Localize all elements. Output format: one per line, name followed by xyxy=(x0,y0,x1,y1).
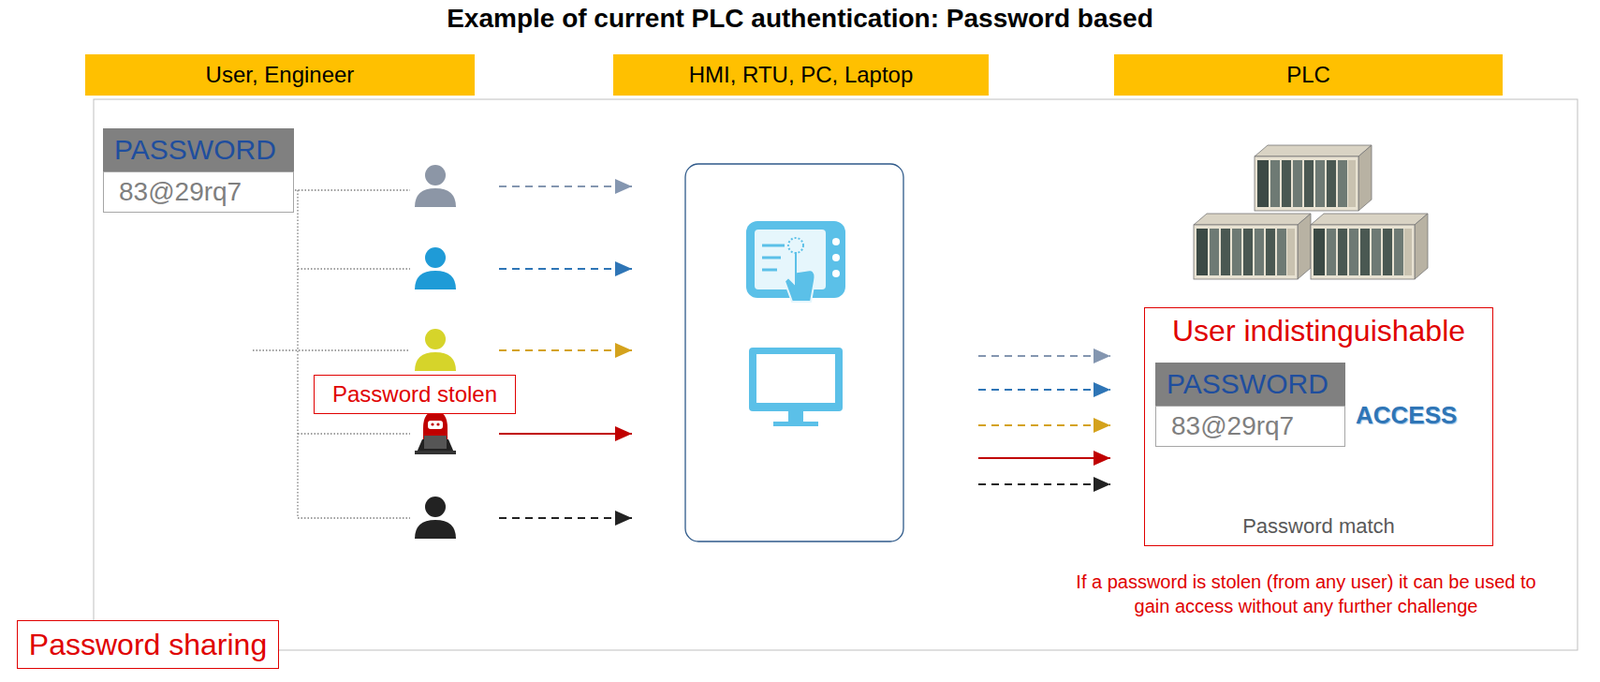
node-text: Password sharing xyxy=(29,627,267,662)
device-box xyxy=(685,163,904,542)
note-text: If a password is stolen (from any user) … xyxy=(1057,569,1555,618)
node-text: HMI, RTU, PC, Laptop xyxy=(689,61,914,89)
outer-frame xyxy=(93,99,1578,650)
header-band: HMI, RTU, PC, Laptop xyxy=(613,54,989,96)
user-icons xyxy=(414,164,456,539)
node-text: User indistinguishable xyxy=(1144,313,1493,349)
plc-auth-box: User indistinguishableACCESS Password mat… xyxy=(1144,307,1494,546)
password-box: PASSWORD83@29rq7 xyxy=(102,128,294,213)
sharing-tree xyxy=(252,190,411,518)
hmi-icon xyxy=(746,220,846,302)
plc-arrows xyxy=(978,355,1111,485)
header-band: PLC xyxy=(1114,54,1503,96)
node-text: PLC xyxy=(1286,61,1331,89)
monitor-icon xyxy=(748,347,843,426)
node-text: ACCESS xyxy=(1355,400,1457,430)
diagram-title: Example of current PLC authentication: P… xyxy=(0,3,1600,34)
node-text: PASSWORD xyxy=(102,128,294,172)
node-text: 83@29rq7 xyxy=(102,171,294,213)
callout-box: Password sharing xyxy=(16,619,279,669)
node-text: User, Engineer xyxy=(205,61,355,89)
callout-box: Password stolen xyxy=(313,374,516,414)
header-band: User, Engineer xyxy=(85,54,475,96)
node-text: Password match xyxy=(1144,513,1493,539)
node-text: Password stolen xyxy=(332,381,498,408)
node-text: 83@29rq7 xyxy=(1155,405,1346,447)
password-box: PASSWORD83@29rq7 xyxy=(1155,362,1346,447)
plc-racks xyxy=(1193,145,1428,279)
node-text: PASSWORD xyxy=(1155,362,1346,406)
user-arrows xyxy=(499,186,632,518)
